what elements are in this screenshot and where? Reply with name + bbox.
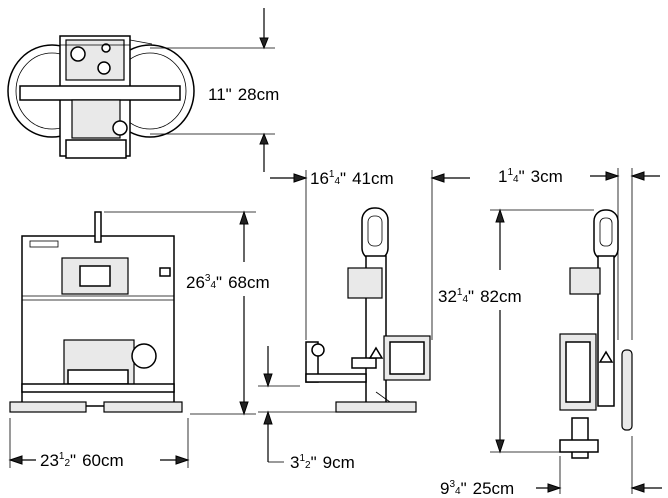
side-height-label: 3214"82cm	[438, 287, 522, 306]
dim-front-width: 2312"60cm	[8, 418, 190, 470]
front-height-label: 2634"68cm	[186, 273, 270, 292]
dim-top-height: 11"28cm	[150, 8, 279, 172]
top-height-label: 11"28cm	[208, 85, 279, 104]
right-view	[559, 209, 633, 459]
dim-pad-height: 312"9cm	[258, 346, 355, 472]
side-depth-label: 1614"41cm	[310, 169, 394, 188]
pad-height-label: 312"9cm	[290, 453, 355, 472]
top-view	[7, 35, 195, 159]
dim-right-depth: 934"25cm	[440, 436, 662, 498]
front-view	[9, 211, 183, 413]
dim-right-offset: 114"3cm	[498, 167, 660, 340]
front-width-label: 2312"60cm	[40, 451, 124, 470]
right-offset-label: 114"3cm	[498, 167, 563, 186]
dim-side-height: 3214"82cm	[438, 208, 594, 454]
dim-side-depth: 1614"41cm	[270, 169, 470, 340]
side-view	[305, 207, 431, 413]
right-depth-label: 934"25cm	[440, 479, 514, 498]
dim-front-height: 2634"68cm	[104, 210, 270, 416]
